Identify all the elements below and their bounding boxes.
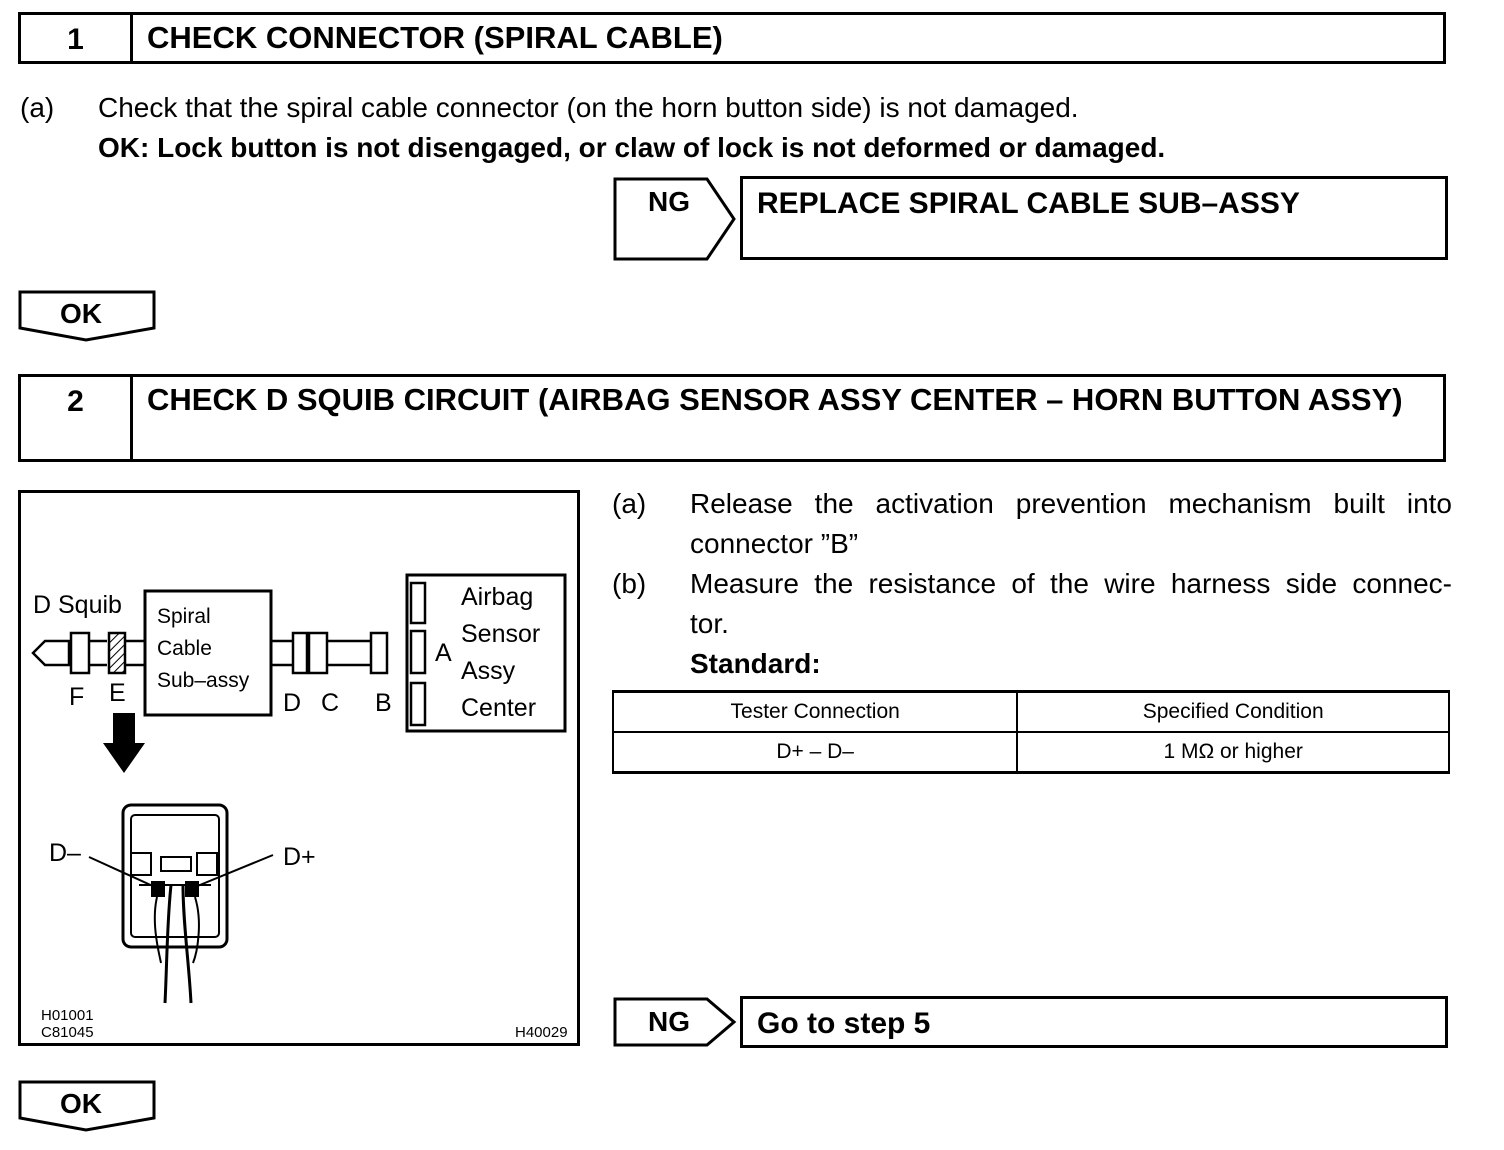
step2-instr-a-line1: Release the activation prevention mechan… [690, 488, 1452, 519]
step2-instr-b-line1: Measure the resistance of the wire harne… [690, 568, 1452, 599]
spec-table: Tester Connection Specified Condition D+… [611, 690, 1450, 774]
fig-airbag-2: Sensor [461, 620, 541, 648]
ok-arrow-1 [18, 290, 156, 342]
step2-title: CHECK D SQUIB CIRCUIT (AIRBAG SENSOR ASS… [147, 382, 1403, 417]
fig-airbag-1: Airbag [461, 583, 534, 611]
fig-label-d: D [283, 689, 302, 717]
fig-spiral-1: Spiral [157, 605, 211, 628]
fig-label-e: E [109, 679, 126, 707]
fig-label-b: B [375, 689, 392, 717]
fig-id-3: H40029 [515, 1024, 568, 1041]
step2-instr-a-line2: connector ”B” [690, 528, 859, 559]
fig-spiral-2: Cable [157, 637, 212, 660]
spec-header-tester: Tester Connection [611, 690, 1019, 733]
step2-number: 2 [21, 377, 133, 459]
fig-d-minus: D– [49, 839, 81, 867]
step2-instr-b-line2: tor. [690, 608, 729, 639]
step1-header: 1 CHECK CONNECTOR (SPIRAL CABLE) [18, 12, 1446, 64]
step1-ok-condition: OK: Lock button is not disengaged, or cl… [98, 132, 1166, 163]
ok-label-2: OK [60, 1088, 102, 1119]
step2-instr-b-letter: (b) [612, 568, 647, 599]
fig-label-f: F [69, 683, 85, 711]
step1-number: 1 [21, 15, 133, 61]
fig-airbag-4: Center [461, 694, 537, 722]
step2-ng-action-text: Go to step 5 [757, 1007, 931, 1040]
standard-label: Standard: [690, 648, 821, 679]
step2-instr-a-letter: (a) [612, 488, 647, 519]
step1-title: CHECK CONNECTOR (SPIRAL CABLE) [147, 20, 723, 55]
spec-header-condition: Specified Condition [1016, 690, 1450, 733]
circuit-drawing [31, 573, 567, 1004]
circuit-figure: D Squib Spiral Cable Sub–assy F E D C B … [18, 490, 580, 1046]
table-row: D+ – D– 1 MΩ or higher [611, 731, 1450, 774]
step2-header: 2 CHECK D SQUIB CIRCUIT (AIRBAG SENSOR A… [18, 374, 1446, 462]
ok-label-1: OK [60, 298, 102, 329]
fig-id-2: C81045 [41, 1024, 94, 1041]
step1-ng-action: REPLACE SPIRAL CABLE SUB–ASSY [740, 176, 1448, 260]
spec-cell-condition: 1 MΩ or higher [1016, 731, 1450, 774]
fig-d-squib: D Squib [33, 591, 122, 619]
step2-ng-action: Go to step 5 [740, 996, 1448, 1048]
fig-label-c: C [321, 689, 340, 717]
ng-label-1: NG [648, 186, 690, 217]
fig-label-a: A [435, 639, 452, 667]
ng-arrow-2 [613, 997, 737, 1047]
step1-instruction-letter: (a) [20, 92, 55, 123]
fig-d-plus: D+ [283, 843, 316, 871]
fig-id-1: H01001 [41, 1007, 94, 1024]
spec-cell-tester: D+ – D– [611, 731, 1019, 774]
fig-airbag-3: Assy [461, 657, 516, 685]
ng-label-2: NG [648, 1006, 690, 1037]
ok-arrow-2 [18, 1080, 156, 1132]
step1-instruction: Check that the spiral cable connector (o… [98, 92, 1079, 123]
step1-ng-action-text: REPLACE SPIRAL CABLE SUB–ASSY [757, 187, 1300, 220]
fig-spiral-3: Sub–assy [157, 669, 250, 692]
spec-table-header: Tester Connection Specified Condition [611, 690, 1450, 733]
ng-arrow-1 [613, 177, 736, 261]
